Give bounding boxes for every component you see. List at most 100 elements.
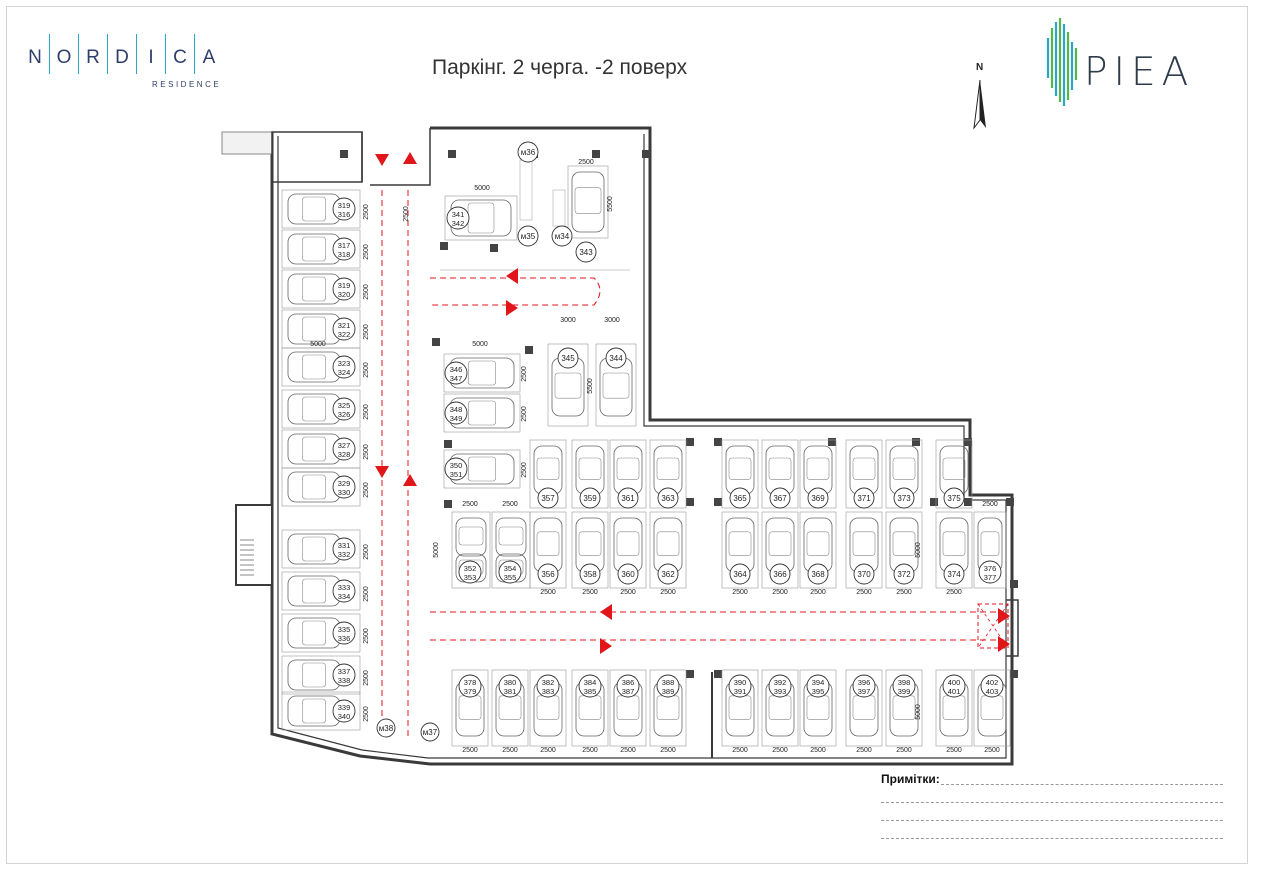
spot-marker — [579, 563, 601, 585]
spot-marker — [769, 487, 791, 509]
spot-number: 350 — [450, 461, 463, 470]
car-icon — [575, 445, 605, 495]
car-roof — [458, 526, 484, 546]
car-roof — [302, 196, 326, 222]
direction-arrow-icon — [375, 154, 389, 166]
car-roof — [302, 620, 326, 646]
car-roof — [302, 662, 326, 688]
car-roof — [458, 695, 482, 720]
car-roof — [302, 698, 326, 724]
pillar — [1010, 580, 1018, 588]
parking-spot — [935, 511, 973, 589]
parking-spot — [845, 669, 883, 747]
spot-number: 380 — [504, 678, 517, 687]
dim-label: 2500 — [660, 747, 676, 754]
dim-label: 2500 — [810, 589, 826, 596]
pillar — [440, 242, 448, 250]
spot-marker — [537, 563, 559, 585]
direction-arrow-icon — [600, 638, 612, 654]
turn-box — [977, 603, 1009, 649]
parking-spot — [799, 669, 837, 747]
car-roof — [768, 457, 792, 480]
dim-label: 2500 — [363, 362, 370, 378]
spot-marker — [657, 563, 679, 585]
pillar — [686, 438, 694, 446]
spot-number: 367 — [773, 494, 787, 503]
spot-marker — [537, 487, 559, 509]
dim-label: 5000 — [433, 542, 440, 558]
direction-arrow-icon — [375, 466, 389, 478]
bike-spot — [519, 159, 533, 221]
upper-room — [271, 131, 363, 183]
spot-number: 397 — [858, 687, 871, 696]
parking-spot — [444, 195, 518, 241]
car-roof — [302, 536, 326, 562]
spot-marker — [617, 563, 639, 585]
spot-number: 384 — [584, 678, 597, 687]
car-icon — [287, 193, 341, 225]
spot-number: 378 — [464, 678, 477, 687]
spot-number: 358 — [583, 570, 597, 579]
car-roof — [468, 360, 496, 386]
car-roof — [468, 456, 496, 482]
parking-spot — [609, 511, 647, 589]
spot-marker — [332, 699, 356, 723]
car-roof — [806, 695, 830, 720]
nordica-letter: A — [202, 47, 216, 68]
spot-marker — [943, 563, 965, 585]
spot-number: 398 — [898, 678, 911, 687]
spot-number: 325 — [338, 401, 351, 410]
car-roof — [554, 372, 582, 399]
parking-spot — [529, 669, 567, 747]
spot-marker — [943, 487, 965, 509]
parking-spot — [935, 669, 973, 747]
moto-marker — [517, 225, 539, 247]
car-roof — [852, 695, 876, 720]
car-roof — [302, 578, 326, 604]
pillar — [714, 438, 722, 446]
car-icon — [287, 273, 341, 305]
spot-number: 369 — [811, 494, 825, 503]
spot-number: 323 — [338, 359, 351, 368]
car-icon — [455, 517, 487, 557]
pillar — [964, 438, 972, 446]
spot-marker — [729, 563, 751, 585]
parking-spot — [567, 165, 609, 239]
spot-number: м34 — [555, 232, 570, 241]
spot-marker — [332, 277, 356, 301]
nordica-letter: O — [56, 47, 72, 68]
car-roof — [656, 695, 680, 720]
parking-spot — [451, 511, 491, 589]
spot-number: 340 — [338, 712, 351, 721]
dim-label: 2500 — [810, 747, 826, 754]
spot-number: 363 — [661, 494, 675, 503]
parking-spot — [571, 511, 609, 589]
dim-label: 2500 — [772, 589, 788, 596]
spot-number: 391 — [734, 687, 747, 696]
car-roof — [942, 695, 966, 720]
parking-spot — [281, 529, 361, 569]
spot-marker — [656, 674, 680, 698]
car-icon — [287, 695, 341, 727]
spot-marker — [458, 560, 482, 584]
spot-marker — [444, 361, 468, 385]
spot-marker — [853, 487, 875, 509]
spot-number: 324 — [338, 368, 351, 377]
sheet-frame — [6, 6, 1248, 864]
spot-number: 352 — [464, 564, 477, 573]
spot-marker — [616, 674, 640, 698]
spot-number: 354 — [504, 564, 517, 573]
spot-number: 365 — [733, 494, 747, 503]
pillar — [964, 498, 972, 506]
spot-marker — [332, 355, 356, 379]
spot-number: 393 — [774, 687, 787, 696]
spot-number: 348 — [450, 405, 463, 414]
car-icon — [287, 533, 341, 565]
spot-marker — [444, 457, 468, 481]
dim-label: 3000 — [604, 317, 620, 324]
car-roof — [302, 354, 326, 380]
spot-number: 356 — [541, 570, 555, 579]
parking-spot — [973, 669, 1011, 747]
